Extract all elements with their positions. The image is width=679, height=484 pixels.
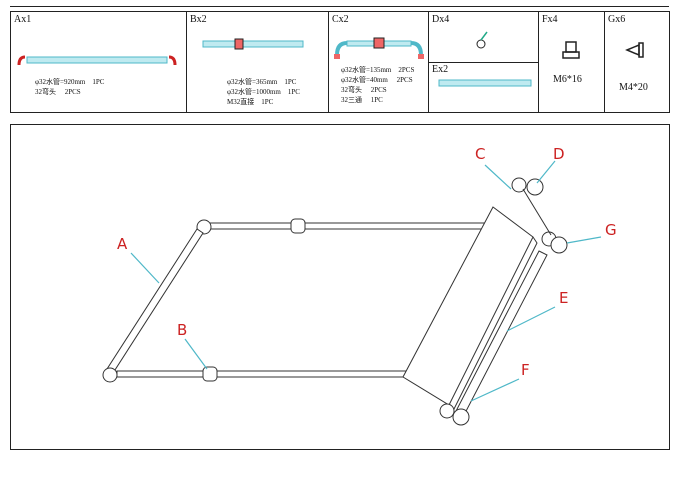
cell-divider xyxy=(429,62,539,63)
leader-g xyxy=(566,236,602,244)
part-note: 32弯头 2PCS xyxy=(35,88,81,96)
tee-assembly-icon xyxy=(334,37,424,59)
part-code: Gx6 xyxy=(608,14,626,25)
part-note: φ32水管=1000mm 1PC xyxy=(227,88,300,96)
callout-d: D xyxy=(553,145,565,163)
callout-a: A xyxy=(117,235,128,253)
part-cell-b: Bx2 φ32水管=365mm 1PC φ32水管=1000mm 1PC M32… xyxy=(187,12,329,112)
part-note: φ32水管=135mm 2PCS xyxy=(341,66,415,74)
callout-f: F xyxy=(521,361,530,379)
part-cell-c: Cx2 φ32水管=135mm 2PCS φ32水管=40mm 2PCS 32弯… xyxy=(329,12,429,112)
callout-g: G xyxy=(605,221,617,239)
part-note: 32三通 1PC xyxy=(341,96,383,104)
leader-a xyxy=(130,252,160,284)
assembly-diagram: A B C D E F G xyxy=(10,124,670,450)
callout-e: E xyxy=(559,289,569,307)
part-cell-g: Gx6 M4*20 xyxy=(605,12,669,112)
part-code: Bx2 xyxy=(190,14,207,25)
wheel-icon xyxy=(476,31,488,49)
rail-icon xyxy=(438,79,532,87)
part-cell-d-e: Dx4 Ex2 xyxy=(429,12,539,112)
part-cell-f: Fx4 M6*16 xyxy=(539,12,605,112)
part-code: Fx4 xyxy=(542,14,558,25)
assembly-drawing xyxy=(102,160,602,426)
part-size: M6*16 xyxy=(553,74,582,85)
part-note: 32弯头 2PCS xyxy=(341,86,387,94)
part-code: Cx2 xyxy=(332,14,349,25)
leader-c xyxy=(484,164,512,190)
header-rule xyxy=(10,6,669,7)
callout-b: B xyxy=(177,321,188,339)
leader-d xyxy=(536,160,556,184)
part-cell-a: Ax1 φ32水管=920mm 1PC 32弯头 2PCS xyxy=(11,12,187,112)
part-code: Ex2 xyxy=(432,64,449,75)
leader-e xyxy=(506,306,556,332)
parts-table: Ax1 φ32水管=920mm 1PC 32弯头 2PCS Bx2 φ32水管=… xyxy=(10,11,670,113)
part-note: φ32水管=40mm 2PCS xyxy=(341,76,413,84)
part-code: Dx4 xyxy=(432,14,450,25)
leader-f xyxy=(470,378,520,402)
part-note: φ32水管=920mm 1PC xyxy=(35,78,105,86)
part-code: Ax1 xyxy=(14,14,32,25)
pipe-with-coupling-icon xyxy=(202,38,304,50)
screw-icon xyxy=(625,42,644,58)
part-note: φ32水管=365mm 1PC xyxy=(227,78,297,86)
bolt-icon xyxy=(562,41,580,59)
part-size: M4*20 xyxy=(619,82,648,93)
part-note: M32直接 1PC xyxy=(227,98,274,106)
callout-c: C xyxy=(475,145,486,163)
leader-b xyxy=(184,338,208,370)
pipe-icon xyxy=(17,55,177,66)
